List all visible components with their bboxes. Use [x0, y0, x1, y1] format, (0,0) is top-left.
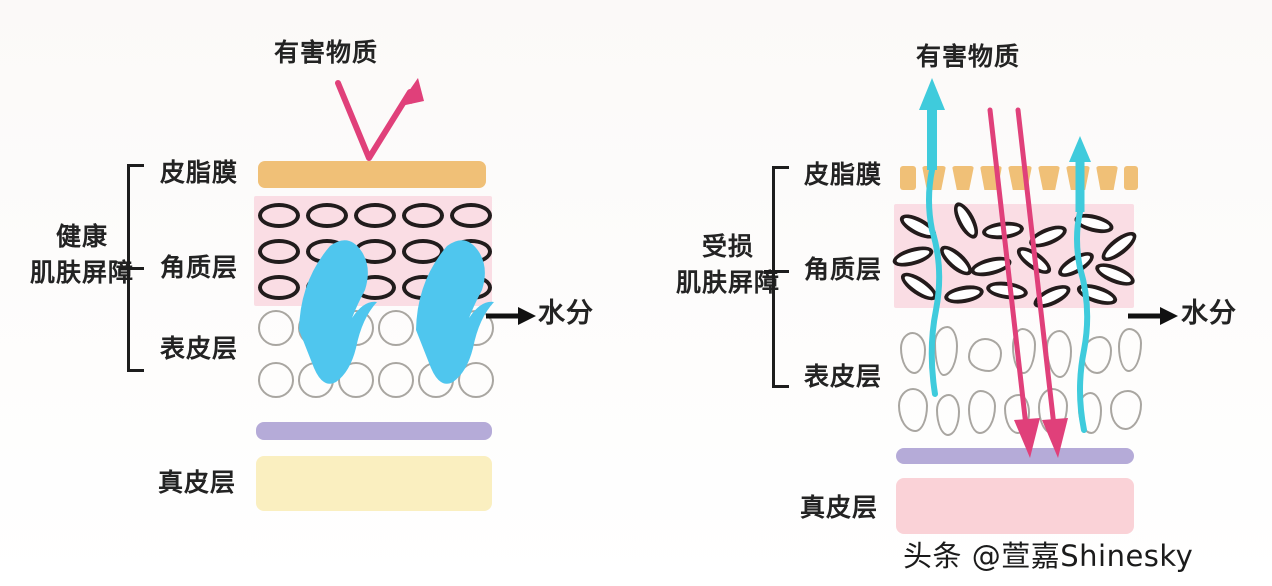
- water-arrow-left: [486, 307, 536, 325]
- harmful-substance-label-left: 有害物质: [274, 38, 379, 67]
- epidermal-cell-left: [378, 310, 414, 346]
- sebum-fragment-right: [1038, 166, 1060, 190]
- corneocyte-left: [450, 239, 492, 264]
- basal-layer-right: [896, 448, 1134, 464]
- epidermal-cell-right: [1118, 328, 1142, 372]
- corneocyte-left: [402, 239, 444, 264]
- epidermal-cell-left: [258, 362, 294, 398]
- harmful-arrow-left: [335, 78, 424, 161]
- sebum-fragment-right: [1066, 166, 1090, 190]
- sebum-fragment-right: [1096, 166, 1118, 190]
- damaged-skin-barrier-panel: 有害物质 受损 肌肤屏障 皮脂膜 角质层 表皮层 真皮层 水分: [636, 0, 1272, 586]
- layer-label-right-corneum: 角质层: [804, 255, 883, 284]
- sebum-fragment-right: [1008, 166, 1032, 190]
- epidermal-cell-right: [968, 338, 1002, 372]
- corneocyte-left: [450, 203, 492, 228]
- corneocyte-left: [402, 275, 444, 300]
- corneocyte-left: [258, 275, 300, 300]
- water-label-right: 水分: [1181, 298, 1237, 329]
- corneocyte-left: [258, 203, 300, 228]
- water-arrow-right: [1128, 307, 1178, 325]
- corneocyte-left: [306, 203, 348, 228]
- sebum-fragment-right: [1124, 166, 1138, 190]
- epidermal-cell-right: [1110, 390, 1142, 430]
- corneocyte-left: [354, 239, 396, 264]
- epidermal-cell-right: [934, 326, 958, 376]
- epidermal-cell-right: [1004, 394, 1030, 434]
- epidermal-cell-right: [936, 394, 960, 436]
- epidermal-cell-right: [1082, 336, 1112, 374]
- epidermal-cell-right: [968, 390, 996, 434]
- epidermal-cell-left: [338, 362, 374, 398]
- sebum-fragment-right: [980, 166, 1002, 190]
- dermis-left: [256, 456, 492, 511]
- epidermal-cell-left: [338, 310, 374, 346]
- corneocyte-left: [450, 275, 492, 300]
- epidermal-cell-right: [900, 332, 926, 374]
- dermis-label-right: 真皮层: [800, 493, 879, 522]
- layer-label-left-corneum: 角质层: [160, 253, 239, 282]
- epidermal-cell-left: [258, 310, 294, 346]
- sebum-fragment-right: [922, 166, 946, 190]
- epidermal-cell-left: [458, 362, 494, 398]
- barrier-label-left-line1: 健康: [55, 222, 108, 251]
- epidermal-cell-left: [458, 310, 494, 346]
- dermis-label-left: 真皮层: [158, 468, 237, 497]
- watermark-text: 头条 @萱嘉Shinesky: [903, 539, 1194, 573]
- epidermal-cell-left: [298, 362, 334, 398]
- barrier-label-right-line2: 肌肤屏障: [675, 268, 780, 297]
- epidermal-cell-left: [418, 362, 454, 398]
- corneocyte-left: [306, 275, 348, 300]
- water-label-left: 水分: [538, 298, 594, 329]
- sebum-fragment-right: [952, 166, 974, 190]
- healthy-skin-barrier-panel: 有害物质 健康 肌肤屏障 皮脂膜 角质层 表皮层 真皮层 水分: [29, 38, 594, 511]
- sebum-film-left: [258, 161, 486, 188]
- corneocyte-left: [258, 239, 300, 264]
- dermis-right: [896, 478, 1134, 534]
- barrier-label-right-line1: 受损: [701, 232, 754, 261]
- layer-label-left-epidermis: 表皮层: [160, 334, 239, 363]
- layer-label-left-sebum: 皮脂膜: [160, 158, 239, 187]
- corneocyte-left: [354, 275, 396, 300]
- epidermal-cell-right: [1012, 328, 1036, 374]
- layer-label-right-sebum: 皮脂膜: [804, 160, 883, 189]
- basal-layer-left: [256, 422, 492, 440]
- sebum-fragment-right: [900, 166, 916, 190]
- harmful-substance-label-right: 有害物质: [916, 42, 1021, 71]
- barrier-label-left-line2: 肌肤屏障: [29, 258, 134, 287]
- epidermal-cell-right: [898, 388, 928, 432]
- epidermal-cell-left: [298, 310, 334, 346]
- epidermal-cell-right: [1078, 392, 1102, 434]
- epidermal-cell-left: [378, 362, 414, 398]
- corneocyte-left: [402, 203, 444, 228]
- epidermal-cell-left: [418, 310, 454, 346]
- corneocyte-left: [354, 203, 396, 228]
- corneocyte-left: [306, 239, 348, 264]
- epidermal-cell-right: [1046, 330, 1072, 378]
- layer-label-right-epidermis: 表皮层: [804, 362, 883, 391]
- epidermal-cell-right: [1038, 388, 1068, 434]
